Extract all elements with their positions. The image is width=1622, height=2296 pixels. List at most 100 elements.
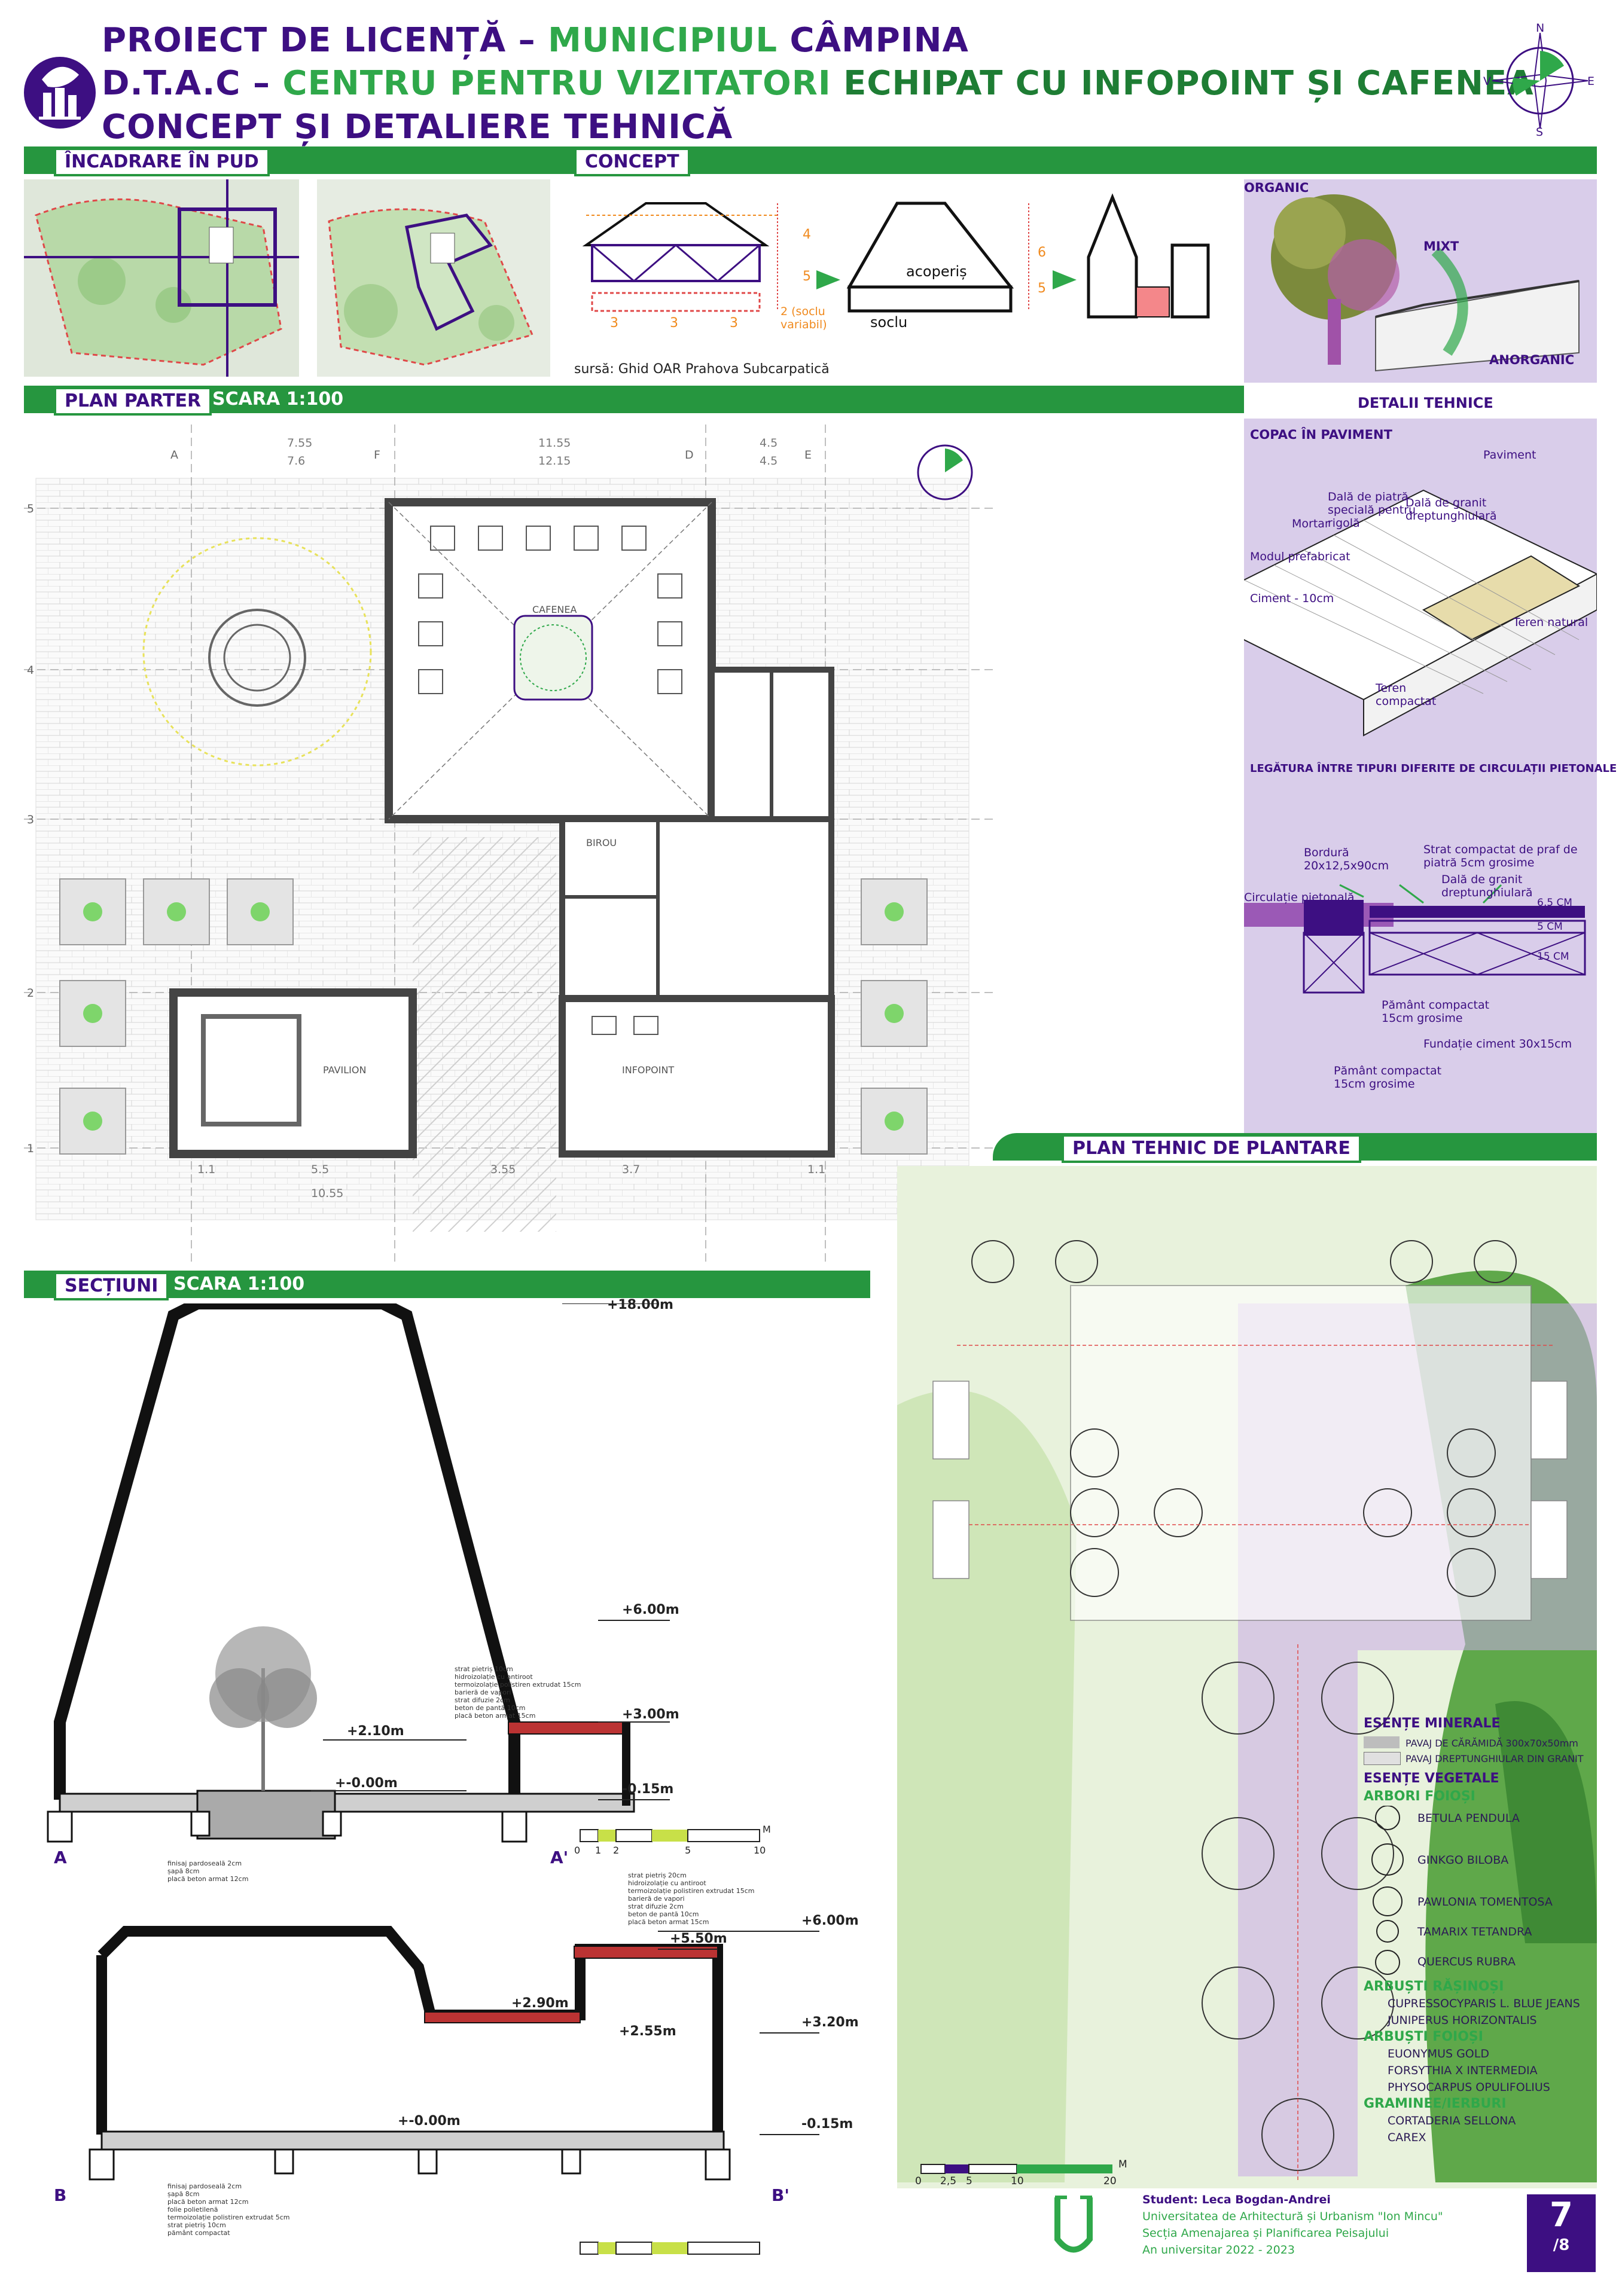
legend-arbusti-foiosi: ARBUȘTI FOIOȘI <box>1364 2029 1483 2044</box>
legend-rasinos-1: CUPRESSOCYPARIS L. BLUE JEANS <box>1388 1997 1580 2010</box>
detalii-title: DETALII TEHNICE <box>1358 395 1493 411</box>
legend-arbore-2: GINKGO BILOBA <box>1417 1854 1509 1867</box>
room-birou: BIROU <box>586 837 617 848</box>
title-line-1: PROIECT DE LICENȚĂ – MUNICIPIUL CÂMPINA <box>102 24 969 57</box>
detalii-copac-title: COPAC ÎN PAVIMENT <box>1250 428 1392 442</box>
compass-icon <box>1492 32 1589 129</box>
page-total: /8 <box>1553 2236 1570 2254</box>
detalii-mortar: Mortar <box>1292 517 1330 530</box>
sec-b-roof-layers: strat pietriș 20cm hidroizolație cu anti… <box>628 1871 754 1926</box>
sec-a-scale-2: 2 <box>613 1845 620 1856</box>
pud-map-2-drawing <box>317 179 550 377</box>
detalii-modul: Modul prefabricat <box>1250 550 1350 563</box>
sec-b-label-b: B <box>54 2185 67 2205</box>
sec-b-label-b2: B' <box>772 2185 789 2205</box>
section-tag-plan: PLAN PARTER <box>54 387 212 416</box>
floor1-layer: șapă 8cm <box>167 1867 200 1875</box>
legend-graminee: GRAMINEE/IERBURI <box>1364 2096 1507 2111</box>
plantare-scale-0: 0 <box>915 2175 922 2187</box>
sec-a-scale-5: 5 <box>685 1845 691 1856</box>
detalii-strat-praf: Strat compactat de praf de piatră 5cm gr… <box>1423 843 1578 869</box>
detalii-cm5: 5 CM <box>1537 921 1563 933</box>
plan-dim-bot-1: 1.1 <box>197 1163 216 1176</box>
footer-student: Student: Leca Bogdan-Andrei <box>1142 2193 1331 2206</box>
legend-foios-3: PHYSOCARPUS OPULIFOLIUS <box>1388 2081 1550 2094</box>
sec-b-lvl-6: +6.00m <box>801 1913 859 1928</box>
detalii-dala-granit: Dală de granit dreptunghiulară <box>1405 496 1497 523</box>
plan-row-5: 5 <box>27 502 35 515</box>
page-number: 7 <box>1550 2196 1573 2234</box>
roof1-layer: strat pietriș 10cm <box>455 1665 513 1673</box>
legend-arbusti-rasinosi: ARBUȘTI RĂȘINOȘI <box>1364 1979 1504 1994</box>
detalii-cm15: 15 CM <box>1537 951 1569 963</box>
sec-a-lvl-210: +2.10m <box>347 1724 404 1739</box>
roof2-layer: termoizolație polistiren extrudat 15cm <box>628 1887 755 1895</box>
roof1-layer: hidroizolație cu antiroot <box>455 1673 533 1681</box>
roof1-layer: barieră de vapori <box>455 1689 511 1696</box>
sec-a-lvl-3: +3.00m <box>622 1707 679 1722</box>
roof2-layer: strat pietriș 20cm <box>628 1871 687 1879</box>
room-infopoint: INFOPOINT <box>622 1064 675 1076</box>
planting-plan-drawing <box>897 1166 1597 2188</box>
concept-source: sursă: Ghid OAR Prahova Subcarpatică <box>574 362 830 377</box>
sec-b-lvl-290: +2.90m <box>511 1996 569 2011</box>
plantare-scale-1: 2,5 <box>940 2175 957 2187</box>
compass-e: E <box>1587 75 1595 88</box>
legend-iarba-2: CAREX <box>1388 2131 1426 2144</box>
section-tag-concept: CONCEPT <box>574 148 690 176</box>
plantare-scale-4: 20 <box>1103 2175 1117 2187</box>
sec-a-label-a2: A' <box>550 1848 569 1867</box>
university-logo <box>24 57 96 129</box>
floor2-layer: placă beton armat 12cm <box>167 2198 249 2206</box>
floor-plan-drawing <box>24 425 993 1262</box>
plan-dim-bot-3: 3.55 <box>490 1163 516 1176</box>
title-2c: ECHIPAT CU INFOPOINT ȘI CAFENEA <box>831 64 1534 103</box>
concept-n5b: 5 <box>1038 281 1046 296</box>
concept-mixt: MIXT <box>1423 239 1459 254</box>
detalii-legatura-title: LEGĂTURA ÎNTRE TIPURI DIFERITE DE CIRCUL… <box>1250 762 1617 775</box>
plan-dim-top2-3: 4.5 <box>760 454 778 468</box>
detalii-pamant2: Pământ compactat 15cm grosime <box>1334 1064 1442 1091</box>
footer-univ: Universitatea de Arhitectură și Urbanism… <box>1142 2210 1443 2223</box>
footer-logo <box>1053 2191 1094 2263</box>
sec-a-lvl-6: +6.00m <box>622 1602 679 1617</box>
section-tag-plantare: PLAN TEHNIC DE PLANTARE <box>1062 1134 1361 1163</box>
room-cafenea: CAFENEA <box>532 604 577 615</box>
plan-dim-top2-2: 12.15 <box>538 454 571 468</box>
sec-a-lvl-000: +-0.00m <box>335 1776 398 1791</box>
section-tag-pud: ÎNCADRARE ÎN PUD <box>54 148 270 176</box>
roof2-layer: barieră de vapori <box>628 1895 685 1903</box>
sec-b-lvl-m015: -0.15m <box>801 2117 853 2132</box>
floor1-layer: finisaj pardoseală 2cm <box>167 1860 242 1867</box>
concept-n3c: 3 <box>730 316 738 331</box>
plan-row-3: 3 <box>27 813 35 826</box>
plan-row-2: 2 <box>27 987 35 1000</box>
detalii-dala-granit2: Dală de granit dreptunghiulară <box>1441 873 1533 899</box>
plan-scale: SCARA 1:100 <box>212 389 344 410</box>
title-line-3: CONCEPT ȘI DETALIERE TEHNICĂ <box>102 108 733 146</box>
pavaj2-swatch <box>1364 1752 1401 1765</box>
room-pavilion: PAVILION <box>323 1064 367 1076</box>
plantare-scale-2: 5 <box>966 2175 972 2187</box>
pud-map-1 <box>24 179 299 377</box>
section-b-drawing <box>89 1926 819 2255</box>
title-1b: MUNICIPIUL <box>548 21 778 60</box>
legend-esente-minerale: ESENȚE MINERALE <box>1364 1716 1501 1731</box>
legend-arbori-foiosi: ARBORI FOIOȘI <box>1364 1789 1475 1804</box>
sec-a-roof-layers: strat pietriș 10cm hidroizolație cu anti… <box>455 1665 581 1720</box>
plan-row-4: 4 <box>27 664 35 677</box>
section-a-drawing <box>47 1297 760 1843</box>
floor2-layer: termoizolație polistiren extrudat 5cm <box>167 2213 290 2221</box>
section-bar-top <box>24 146 1597 174</box>
concept-render-drawing <box>1244 179 1597 383</box>
section-a: +18.00m +6.00m +3.00m +2.10m +-0.00m -0.… <box>24 1297 885 1883</box>
plan-row-1: 1 <box>27 1142 35 1155</box>
roof1-layer: beton de pantă 10cm <box>455 1704 526 1712</box>
sec-a-lvl-18: +18.00m <box>607 1297 673 1312</box>
roof2-layer: hidroizolație cu antiroot <box>628 1879 706 1887</box>
compass-rose: N S E V <box>1483 22 1597 139</box>
detalii-dala-speciala: Dală de piatră specială pentru rigolă <box>1328 490 1416 530</box>
plan-dim-top-3: 4.5 <box>760 436 778 450</box>
plan-axis-a: A <box>170 448 178 462</box>
tree-symbols-icon <box>1371 1806 1404 1975</box>
